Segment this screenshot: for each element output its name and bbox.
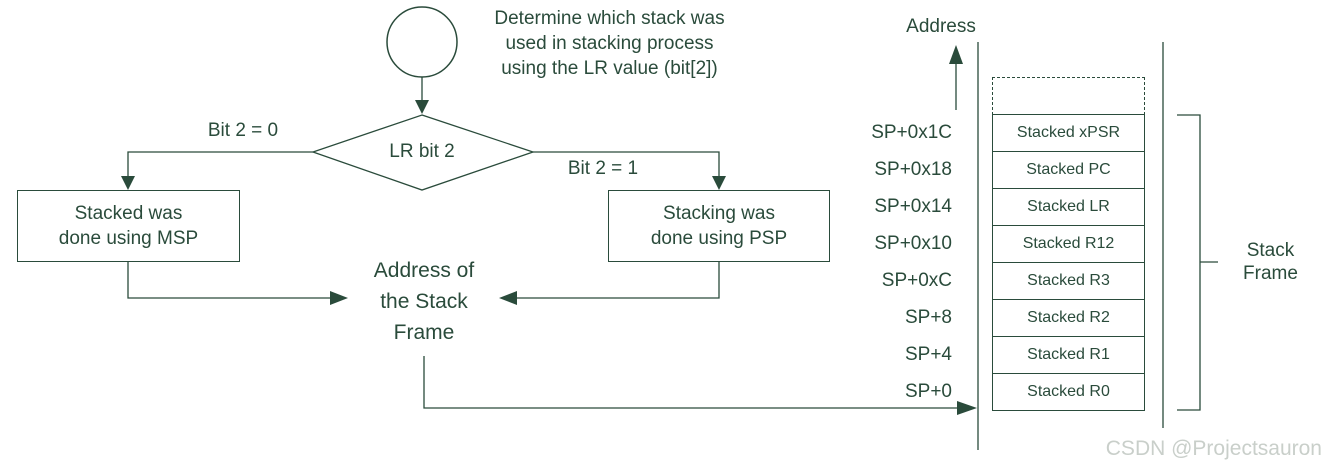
- branch-left-line: [127, 151, 313, 176]
- stack-cell: Stacked xPSR: [992, 114, 1145, 152]
- decision-label: LR bit 2: [389, 141, 455, 162]
- stack-cells: Stacked xPSR Stacked PC Stacked LR Stack…: [992, 114, 1145, 411]
- stack-frame-bracket: [1177, 114, 1218, 411]
- arrowhead-down-icon: [415, 100, 429, 114]
- stack-cell: Stacked R3: [992, 262, 1145, 300]
- stack-offset-label: SP+8: [904, 307, 952, 328]
- stack-frame-label: Stack Frame: [1243, 240, 1298, 284]
- stack-offset-label: SP+0x10: [874, 233, 952, 254]
- stack-offset-label: SP+4: [904, 344, 952, 365]
- stack-cell: Stacked PC: [992, 151, 1145, 189]
- stack-offset-label: SP+0xC: [881, 270, 952, 291]
- arrowhead-up-icon: [949, 45, 963, 64]
- watermark: CSDN @Projectsauron: [1105, 437, 1322, 460]
- branch-left-label: Bit 2 = 0: [207, 120, 279, 141]
- stack-offset-column: SP+0x1C SP+0x18 SP+0x14 SP+0x10 SP+0xC S…: [845, 114, 965, 410]
- stack-cell: Stacked R12: [992, 225, 1145, 263]
- msp-box: Stacked was done using MSP: [17, 190, 240, 262]
- decision-diamond: [311, 114, 536, 191]
- result-to-stack-line: [423, 356, 957, 409]
- branch-right-label: Bit 2 = 1: [567, 158, 639, 179]
- stack-cell: Stacked LR: [992, 188, 1145, 226]
- arrowhead-right-icon: [957, 401, 977, 415]
- stack-dashed-slot: [992, 77, 1145, 115]
- stack-offset-label: SP+0x18: [874, 159, 952, 180]
- stack-cell: Stacked R0: [992, 373, 1145, 411]
- msp-to-result-line: [127, 262, 330, 299]
- stack-cell: Stacked R2: [992, 299, 1145, 337]
- result-label: Address of the Stack Frame: [373, 259, 475, 344]
- stack-cell: Stacked R1: [992, 336, 1145, 374]
- arrowhead-down-icon: [121, 176, 135, 190]
- psp-box: Stacking was done using PSP: [608, 190, 830, 262]
- arrowhead-down-icon: [712, 176, 726, 190]
- start-circle: [386, 6, 458, 78]
- stack-offset-label: SP+0: [904, 381, 952, 402]
- arrowhead-right-icon: [330, 291, 348, 305]
- stack-offset-label: SP+0x1C: [871, 122, 952, 143]
- address-axis-label: Address: [906, 16, 976, 37]
- arrowhead-left-icon: [499, 291, 517, 305]
- psp-to-result-line: [517, 262, 720, 299]
- branch-right-line: [533, 151, 720, 176]
- stack-offset-label: SP+0x14: [874, 196, 952, 217]
- flow-note: Determine which stack was used in stacki…: [494, 8, 725, 79]
